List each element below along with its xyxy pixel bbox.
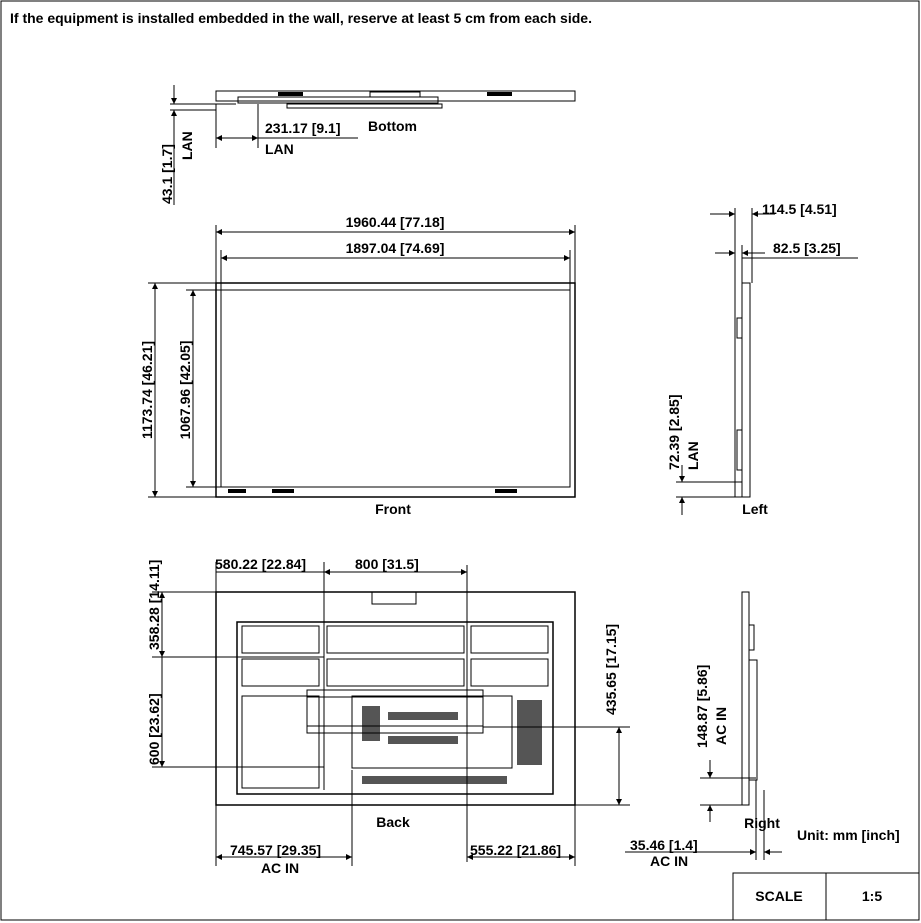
front-width-outer: 1960.44 [77.18] bbox=[346, 214, 445, 230]
front-view: 1960.44 [77.18] 1897.04 [74.69] 1173.74 … bbox=[139, 214, 576, 517]
left-view: 114.5 [4.51] 82.5 [3.25] 72.39 [2.85] LA… bbox=[666, 201, 858, 517]
left-depth-outer: 114.5 [4.51] bbox=[762, 201, 837, 217]
scale-label: SCALE bbox=[755, 888, 802, 904]
right-acin-height-label: AC IN bbox=[713, 707, 729, 745]
front-width-inner: 1897.04 [74.69] bbox=[346, 240, 445, 256]
right-acin-height: 148.87 [5.86] bbox=[694, 665, 710, 748]
scale-box: SCALE 1:5 bbox=[732, 872, 920, 921]
front-view-label: Front bbox=[375, 501, 411, 517]
back-view-label: Back bbox=[376, 814, 410, 830]
left-lan-label: LAN bbox=[685, 441, 701, 470]
back-view: 580.22 [22.84] 800 [31.5] 358.28 [14.11]… bbox=[146, 556, 630, 876]
back-right-dim: 555.22 [21.86] bbox=[470, 842, 561, 858]
bottom-view-label: Bottom bbox=[368, 118, 417, 134]
bottom-height-dim: 43.1 [1.7] bbox=[159, 144, 175, 204]
bottom-height-label: LAN bbox=[179, 131, 195, 160]
right-acin-depth-label: AC IN bbox=[650, 853, 688, 869]
bottom-lan-dim: 231.17 [9.1] bbox=[265, 120, 341, 136]
right-view-label: Right bbox=[744, 815, 780, 831]
left-lan-height: 72.39 [2.85] bbox=[666, 395, 682, 471]
back-vesa-width: 800 [31.5] bbox=[355, 556, 419, 572]
back-vesa-height: 600 [23.62] bbox=[146, 693, 162, 765]
right-view: 148.87 [5.86] AC IN 35.46 [1.4] AC IN Ri… bbox=[625, 591, 782, 869]
bottom-lan-label: LAN bbox=[265, 141, 294, 157]
back-right-height: 435.65 [17.15] bbox=[603, 624, 619, 715]
back-acin-label: AC IN bbox=[261, 860, 299, 876]
front-height-outer: 1173.74 [46.21] bbox=[139, 341, 155, 439]
front-height-inner: 1067.96 [42.05] bbox=[177, 341, 193, 440]
back-acin-dim: 745.57 [29.35] bbox=[230, 842, 321, 858]
left-view-label: Left bbox=[742, 501, 768, 517]
scale-value: 1:5 bbox=[862, 888, 882, 904]
left-depth-inner: 82.5 [3.25] bbox=[773, 240, 841, 256]
installation-note: If the equipment is installed embedded i… bbox=[10, 10, 592, 26]
bottom-view: 231.17 [9.1] Bottom LAN 43.1 [1.7] LAN bbox=[159, 85, 576, 205]
unit-label: Unit: mm [inch] bbox=[797, 827, 900, 843]
back-left-dim: 580.22 [22.84] bbox=[215, 556, 306, 572]
right-acin-depth: 35.46 [1.4] bbox=[630, 837, 698, 853]
back-top-dim: 358.28 [14.11] bbox=[146, 560, 162, 650]
